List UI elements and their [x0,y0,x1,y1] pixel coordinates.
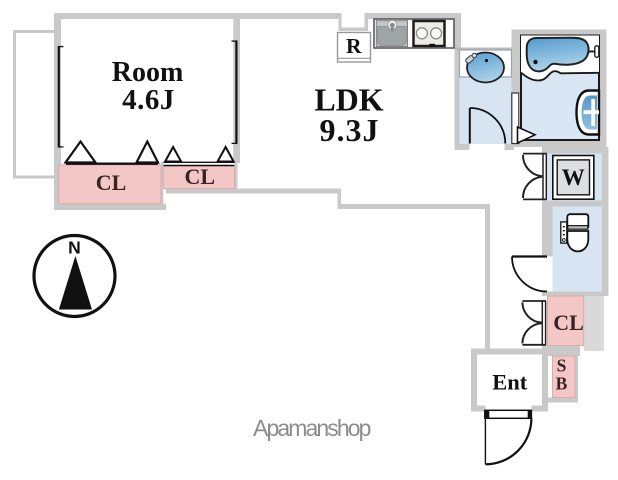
svg-text:S: S [557,355,567,375]
svg-text:LDK: LDK [314,82,383,118]
svg-text:9.3J: 9.3J [320,112,380,148]
svg-text:CL: CL [185,164,216,189]
svg-text:W: W [562,165,585,190]
svg-text:N: N [68,238,81,258]
svg-text:B: B [556,374,568,394]
svg-text:Apamanshop: Apamanshop [253,415,371,441]
svg-text:Ent: Ent [492,370,528,395]
svg-text:CL: CL [553,310,584,335]
svg-text:CL: CL [96,170,127,195]
svg-text:R: R [346,34,362,58]
svg-text:Room: Room [112,57,184,88]
svg-text:4.6J: 4.6J [122,84,175,116]
